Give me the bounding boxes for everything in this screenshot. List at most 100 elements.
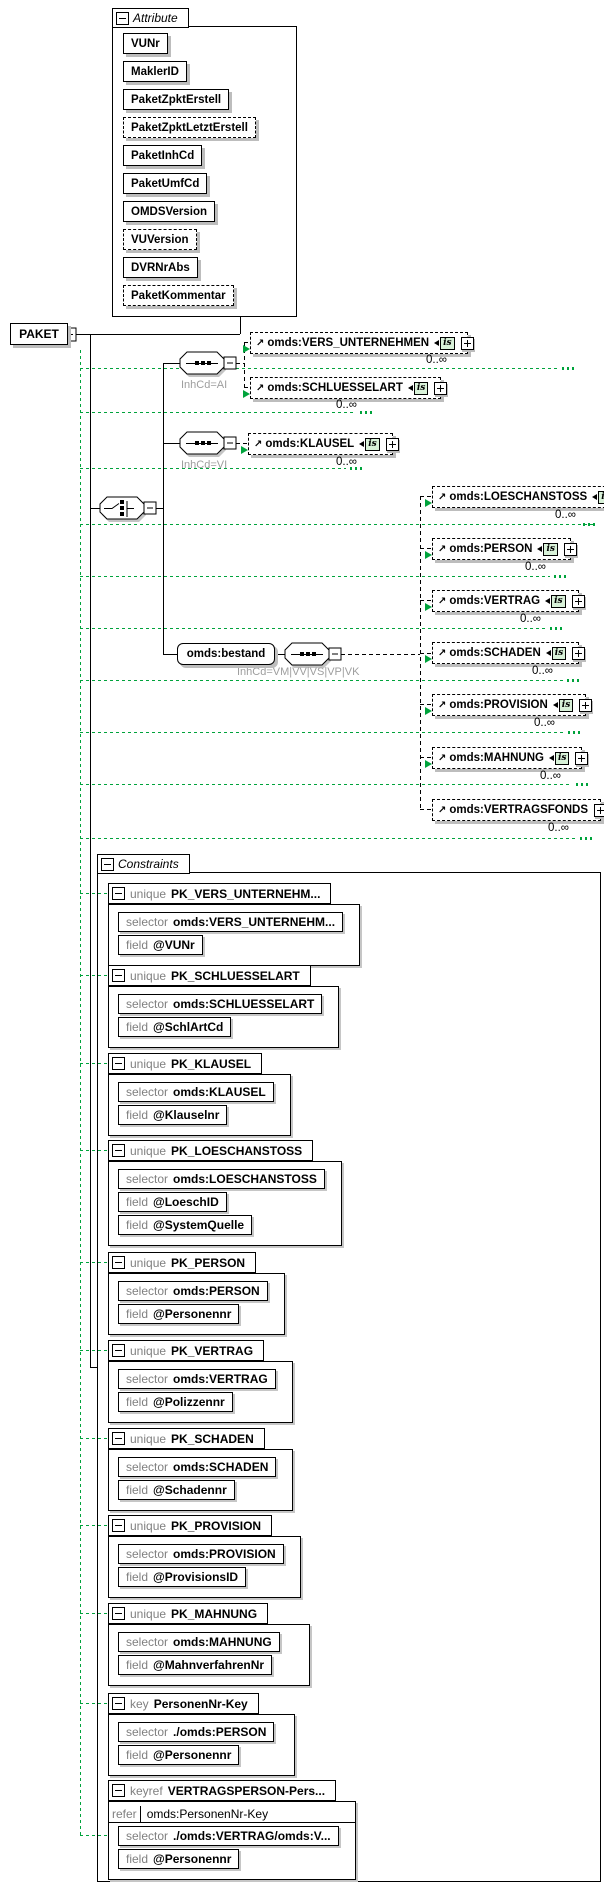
constraint-field[interactable]: field@LoeschID (118, 1192, 227, 1212)
collapse-icon[interactable] (116, 11, 129, 25)
sequence-compositor-inhcd-vi[interactable] (179, 431, 237, 455)
sequence-compositor-inhcd-ai[interactable] (179, 351, 237, 375)
attribute-paketumfcd[interactable]: PaketUmfCd (123, 173, 208, 194)
occurs-label: 0..∞ (532, 665, 553, 677)
element-omds-loeschanstoss[interactable]: ↗ omds:LOESCHANSTOSS is (432, 486, 604, 508)
constraints-category-title: Constraints (118, 857, 179, 871)
collapse-icon[interactable] (112, 1784, 125, 1797)
identity-constraint-icon: is (537, 542, 558, 556)
expand-icon[interactable] (563, 542, 577, 556)
attribute-omdsversion[interactable]: OMDSVersion (123, 201, 216, 222)
element-omds-klausel[interactable]: ↗ omds:KLAUSEL is (248, 433, 399, 455)
constraint-field[interactable]: field@Schadennr (118, 1480, 235, 1500)
root-element-paket[interactable]: PAKET (10, 323, 68, 345)
expand-icon[interactable] (434, 381, 448, 395)
collapse-icon[interactable] (112, 1256, 125, 1269)
sequence-label-inhcd-vi: InhCd=VI (181, 459, 228, 471)
expand-icon[interactable] (579, 698, 593, 712)
constraint-field[interactable]: field@Personennr (118, 1304, 240, 1324)
identity-constraint-icon: is (552, 698, 574, 712)
sequence-compositor-bestand[interactable] (284, 642, 342, 666)
element-omds-schaden[interactable]: ↗ omds:SCHADEN is (432, 642, 586, 664)
attribute-paketkommentar[interactable]: PaketKommentar (123, 285, 234, 306)
collapse-icon[interactable] (112, 1697, 125, 1710)
collapse-icon[interactable] (112, 969, 125, 982)
collapse-icon[interactable] (112, 1607, 125, 1620)
element-omds-bestand[interactable]: omds:bestand (177, 643, 275, 665)
element-omds-vertrag[interactable]: ↗ omds:VERTRAG is (432, 590, 585, 612)
attribute-maklerid[interactable]: MaklerID (123, 61, 187, 82)
element-omds-vertragsfonds[interactable]: ↗ omds:VERTRAGSFONDS (432, 799, 604, 821)
attribute-paketinhcd[interactable]: PaketInhCd (123, 145, 203, 166)
collapse-icon[interactable] (112, 887, 125, 900)
constraint-field[interactable]: field@VUNr (118, 935, 203, 955)
constraint-field[interactable]: field@SchlArtCd (118, 1017, 232, 1037)
collapse-icon[interactable] (112, 1144, 125, 1157)
attribute-vunr[interactable]: VUNr (123, 33, 168, 54)
constraints-category-tab[interactable]: Constraints (97, 854, 190, 874)
constraint-field[interactable]: field@MahnverfahrenNr (118, 1655, 273, 1675)
collapse-icon[interactable] (112, 1057, 125, 1070)
attribute-paketzpkterstell[interactable]: PaketZpktErstell (123, 89, 230, 110)
constraint-field[interactable]: field@Personennr (118, 1849, 240, 1869)
collapse-icon[interactable] (112, 1344, 125, 1357)
element-omds-vers-unternehmen[interactable]: ↗ omds:VERS_UNTERNEHMEN is (250, 332, 474, 354)
element-omds-person[interactable]: ↗ omds:PERSON is (432, 538, 577, 560)
element-omds-mahnung[interactable]: ↗ omds:MAHNUNG is (432, 747, 589, 769)
collapse-icon[interactable] (112, 1432, 125, 1445)
constraint-field[interactable]: field@ProvisionsID (118, 1567, 247, 1587)
expand-icon[interactable] (385, 437, 399, 451)
attribute-dvrnrabs[interactable]: DVRNrAbs (123, 257, 198, 278)
element-omds-provision[interactable]: ↗ omds:PROVISION is (432, 694, 593, 716)
expand-icon[interactable] (571, 594, 585, 608)
expand-icon[interactable] (460, 336, 474, 350)
constraint-selector[interactable]: selector./omds:PERSON (118, 1722, 275, 1742)
constraint-field[interactable]: field@Klauselnr (118, 1105, 228, 1125)
attribute-paketzpktletzterstell[interactable]: PaketZpktLetztErstell (123, 117, 256, 138)
constraint-selector[interactable]: selector./omds:VERTRAG/omds:V... (118, 1826, 339, 1846)
choice-compositor[interactable] (99, 496, 157, 520)
identity-constraint-icon: is (359, 437, 380, 451)
reference-arrow-icon: ↗ (438, 804, 447, 816)
element-omds-schluesselart[interactable]: ↗ omds:SCHLUESSELART is (250, 377, 448, 399)
occurs-label: 0..∞ (555, 509, 576, 521)
constraint-field[interactable]: field@Personennr (118, 1745, 240, 1765)
attribute-vuversion[interactable]: VUVersion (123, 229, 197, 250)
collapse-icon[interactable] (101, 857, 114, 871)
constraint-field[interactable]: field@Polizzennr (118, 1392, 233, 1412)
reference-arrow-icon: ↗ (256, 337, 265, 349)
collapse-icon[interactable] (112, 1519, 125, 1532)
identity-constraint-icon: is (545, 594, 566, 608)
expand-icon[interactable] (575, 751, 589, 765)
expand-icon[interactable] (594, 803, 604, 817)
attribute-category-tab[interactable]: Attribute (112, 8, 189, 28)
reference-arrow-icon: ↗ (254, 438, 263, 450)
constraint-field[interactable]: field@SystemQuelle (118, 1215, 253, 1235)
expand-icon[interactable] (572, 646, 586, 660)
